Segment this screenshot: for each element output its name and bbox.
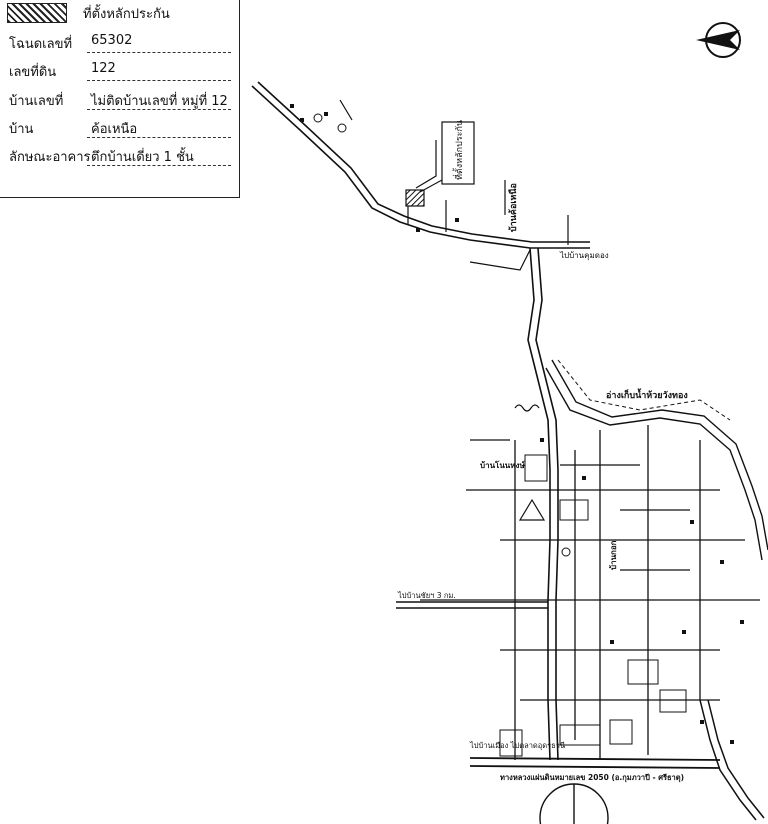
legend-row-deed: โฉนดเลขที่ 65302 <box>0 29 237 55</box>
northern-access-road <box>251 81 590 249</box>
legend-label: โฉนดเลขที่ <box>9 37 73 52</box>
legend-row-house-no: บ้านเลขที่ ไม่ติดบ้านเลขที่ หมู่ที่ 12 <box>0 86 237 112</box>
collateral-callout: ที่ตั้งหลักประกัน <box>452 120 465 180</box>
temple-icon <box>518 498 546 521</box>
collateral-marker: ที่ตั้งหลักประกัน <box>405 120 475 207</box>
dotted-rule <box>87 80 231 81</box>
village-east-label: บ้านกอก <box>608 540 618 570</box>
legend-label: บ้านเลขที่ <box>9 94 64 109</box>
to-ban-chai-label: ไปบ้านชัยฯ 3 กม. <box>397 591 456 600</box>
collateral-hatch-swatch <box>7 3 67 23</box>
stream-icon <box>514 404 540 412</box>
map-legend: ที่ตั้งหลักประกัน โฉนดเลขที่ 65302 เลขที… <box>0 0 240 198</box>
west-road <box>396 601 548 609</box>
legend-value: ไม่ติดบ้านเลขที่ หมู่ที่ 12 <box>91 94 228 109</box>
legend-label: เลขที่ดิน <box>9 65 57 80</box>
town-blocks <box>499 454 687 757</box>
dotted-rule <box>87 137 231 138</box>
landmark-circles <box>313 113 571 557</box>
north-letter: N <box>718 34 727 47</box>
north-arrow-icon: N <box>696 22 741 58</box>
legend-row-village: บ้าน ค้อเหนือ <box>0 114 237 140</box>
reservoir-road <box>545 359 768 561</box>
legend-label: บ้าน <box>9 122 34 137</box>
roundabout-icon <box>539 783 609 824</box>
east-road <box>699 699 765 821</box>
legend-row-land-no: เลขที่ดิน 122 <box>0 57 237 83</box>
legend-value: 122 <box>91 61 116 76</box>
to-muang-label: ไปบ้านเมือง ไปตลาดอุดรธานี <box>469 741 565 750</box>
dotted-rule <box>87 109 231 110</box>
legend-value: ตึกบ้านเดี่ยว 1 ชั้น <box>91 150 194 165</box>
building-dots <box>290 104 744 744</box>
dotted-rule <box>87 165 231 166</box>
to-ban-khum-label: ไปบ้านคุมดอง <box>559 251 609 260</box>
highway-2050 <box>469 757 721 769</box>
town-street-grid <box>420 425 760 760</box>
village-north-label: บ้านค้อเหนือ <box>507 183 519 232</box>
highway-label: ทางหลวงแผ่นดินหมายเลข 2050 (อ.กุมภวาปี -… <box>500 773 684 782</box>
local-lanes <box>339 99 569 271</box>
main-trunk-road <box>527 247 559 761</box>
legend-value: ค้อเหนือ <box>91 122 138 137</box>
legend-value: 65302 <box>91 33 133 48</box>
reservoir-label: อ่างเก็บน้ำห้วยวังทอง <box>606 388 688 401</box>
legend-label: ลักษณะอาคาร <box>9 150 91 165</box>
dotted-rule <box>87 52 231 53</box>
village-mid-label: บ้านโนนหงษ์ <box>480 460 525 470</box>
legend-row-building: ลักษณะอาคาร ตึกบ้านเดี่ยว 1 ชั้น <box>0 142 237 168</box>
collateral-swatch-label: ที่ตั้งหลักประกัน <box>83 7 170 22</box>
reservoir-dashed-edge <box>557 359 731 421</box>
